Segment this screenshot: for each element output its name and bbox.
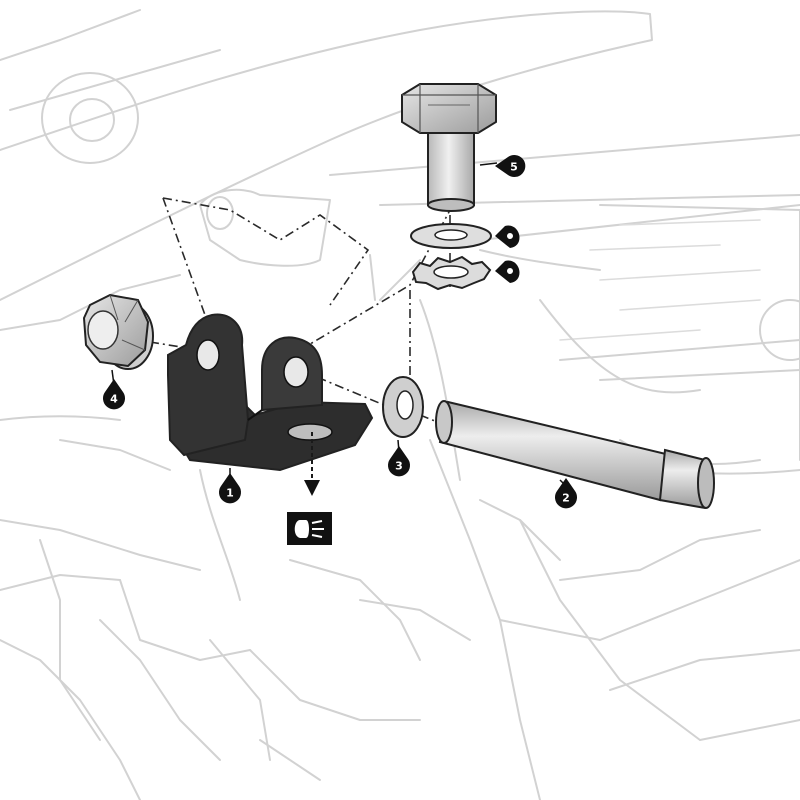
callout-number: 1 (226, 487, 234, 500)
callout-number: 4 (110, 393, 118, 406)
bracket (167, 313, 374, 472)
callouts: 1 2 3 4 5 (103, 155, 577, 509)
callout-number: 2 (562, 492, 570, 505)
callout-4: 4 (103, 379, 126, 410)
marker-lock-washer (495, 260, 520, 283)
flat-washer-upper (410, 223, 492, 249)
lock-washer (411, 255, 492, 291)
callout-badge (495, 155, 526, 177)
callout-badge (103, 379, 126, 410)
callout-2: 2 (555, 478, 577, 509)
callout-badge (219, 473, 242, 504)
flange-nut (82, 293, 154, 370)
background-frame-lineart (0, 9, 800, 800)
callout-badge (555, 478, 577, 509)
callout-5: 5 (495, 155, 526, 177)
callout-3: 3 (388, 446, 411, 477)
long-bolt (435, 400, 715, 510)
headlight-badge (287, 512, 332, 545)
marker-washer (495, 225, 520, 248)
callout-1: 1 (219, 473, 242, 504)
headlight-icon (294, 520, 309, 538)
callout-badge (388, 446, 411, 477)
hex-bolt (401, 83, 497, 212)
flat-washer (382, 376, 424, 438)
callout-number: 5 (510, 161, 518, 174)
callout-number: 3 (395, 460, 403, 473)
